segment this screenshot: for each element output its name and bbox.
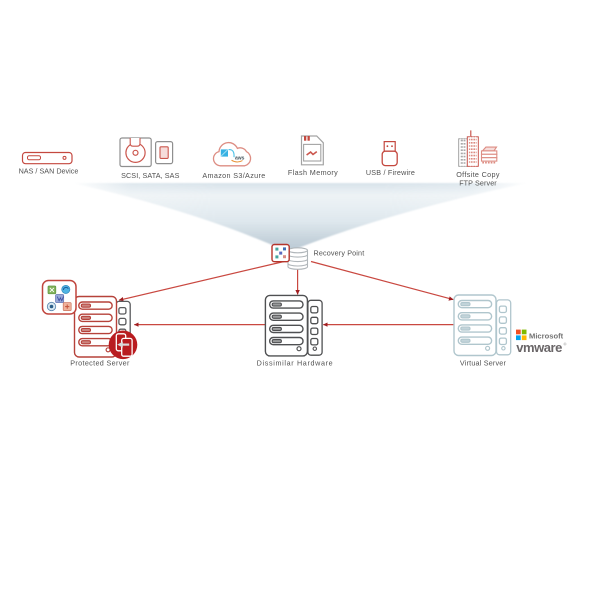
svg-text:Dissimilar Hardware: Dissimilar Hardware (257, 359, 334, 368)
svg-text:Virtual Server: Virtual Server (460, 359, 507, 368)
svg-text:Offsite Copy: Offsite Copy (456, 170, 500, 179)
svg-text:Recovery Point: Recovery Point (314, 249, 365, 258)
svg-text:Amazon S3/Azure: Amazon S3/Azure (202, 171, 265, 180)
svg-text:FTP Server: FTP Server (459, 178, 497, 187)
svg-text:SCSI, SATA, SAS: SCSI, SATA, SAS (121, 171, 179, 180)
svg-text:Flash Memory: Flash Memory (288, 168, 338, 177)
svg-text:®: ® (564, 342, 567, 347)
svg-text:USB / Firewire: USB / Firewire (366, 168, 415, 177)
svg-text:NAS / SAN Device: NAS / SAN Device (19, 167, 79, 176)
svg-text:Microsoft: Microsoft (529, 331, 564, 340)
svg-text:vmware: vmware (516, 340, 562, 355)
svg-text:aws: aws (235, 155, 245, 161)
svg-text:Protected Server: Protected Server (70, 358, 130, 367)
